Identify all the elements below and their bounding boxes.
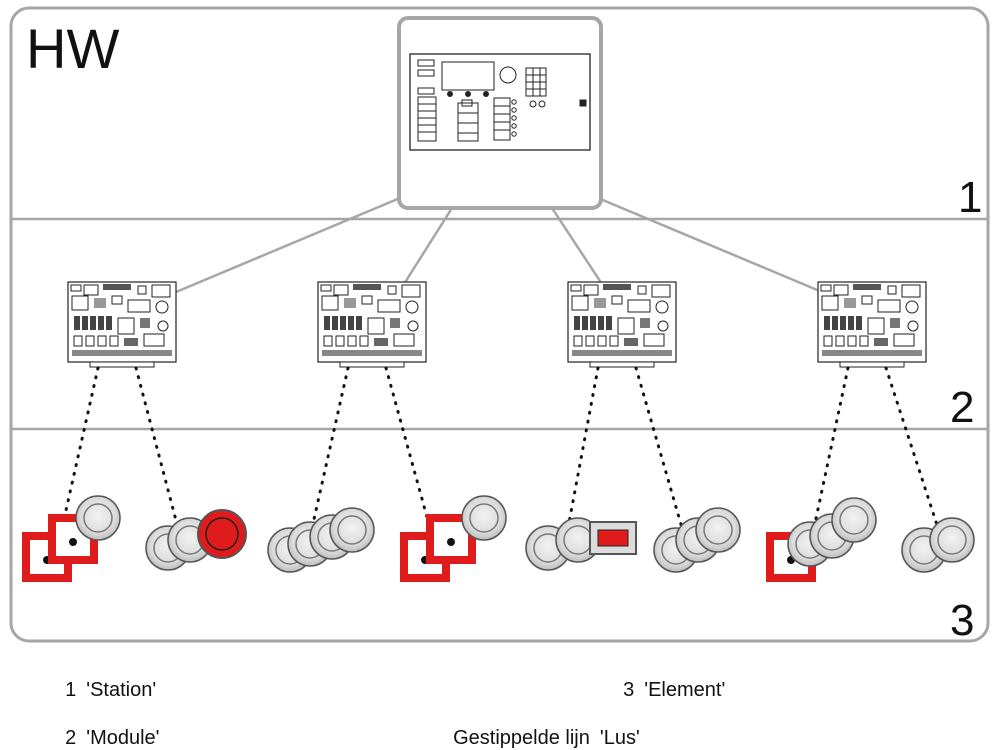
module-board-3 bbox=[567, 281, 677, 368]
station-box bbox=[397, 16, 603, 210]
station-connections bbox=[175, 196, 823, 294]
round-detector bbox=[329, 507, 375, 553]
red-panel-element bbox=[589, 521, 637, 555]
station-panel-icon bbox=[417, 59, 587, 142]
loop-lines bbox=[60, 366, 940, 530]
legend-number: 2 bbox=[65, 727, 77, 749]
round-detector bbox=[461, 495, 507, 541]
diagram-title: HW bbox=[26, 17, 119, 80]
module-board-4 bbox=[817, 281, 927, 368]
legend-label: 'Element' bbox=[644, 679, 726, 701]
level-number-1: 1 bbox=[958, 173, 982, 222]
legend-label: 'Module' bbox=[86, 727, 160, 749]
legend-label: 'Station' bbox=[86, 679, 157, 701]
legend-element: 3 'Element' bbox=[612, 656, 725, 702]
hardware-topology-diagram: HW 1 2 3 bbox=[9, 6, 990, 645]
legend-station: 1 'Station' bbox=[54, 656, 156, 702]
legend-label: 'Lus' bbox=[599, 727, 640, 749]
legend-number: 1 bbox=[65, 679, 77, 701]
outer-frame bbox=[9, 6, 990, 643]
module-board-1 bbox=[67, 281, 177, 368]
module-board-2 bbox=[317, 281, 427, 368]
legend-number: 3 bbox=[623, 679, 635, 701]
red-call-point bbox=[197, 509, 247, 559]
round-detector bbox=[831, 497, 877, 543]
round-detector bbox=[929, 517, 975, 563]
level-number-3: 3 bbox=[950, 596, 974, 645]
legend-module: 2 'Module' bbox=[54, 704, 159, 750]
level-number-2: 2 bbox=[950, 383, 974, 432]
round-detector bbox=[695, 507, 741, 553]
round-detector bbox=[75, 495, 121, 541]
legend-loop: Gestippelde lijn 'Lus' bbox=[442, 704, 640, 750]
legend-number: Gestippelde lijn bbox=[453, 727, 590, 749]
